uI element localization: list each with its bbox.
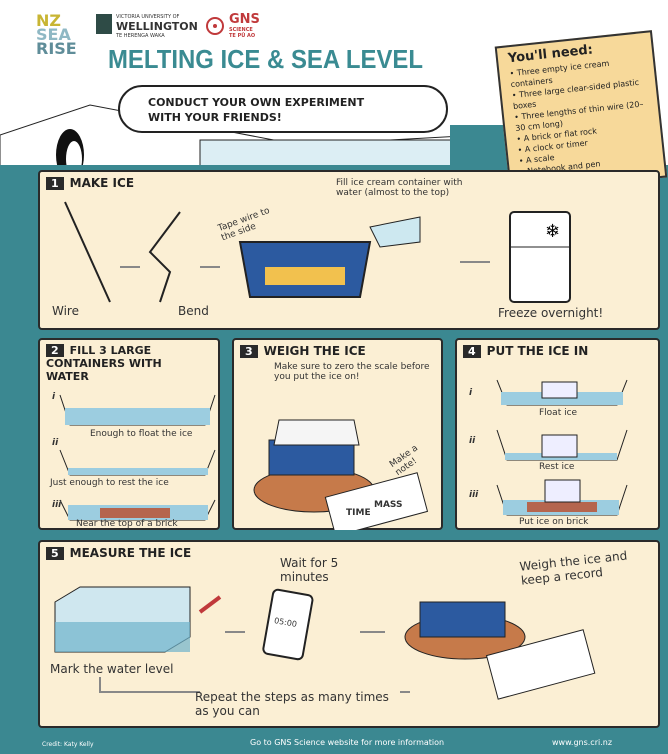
page-title: MELTING ICE & SEA LEVEL	[108, 44, 423, 74]
make-ice-illustration: ❄	[64, 201, 571, 303]
scale-illustration	[253, 419, 429, 530]
shield-icon	[96, 14, 112, 34]
snowflake-icon: ❄	[545, 221, 560, 242]
info-link[interactable]: Go to GNS Science website for more infor…	[250, 738, 445, 747]
website-link[interactable]: www.gns.cri.nz	[552, 738, 613, 747]
ice-in-containers-illustration	[496, 379, 628, 516]
containers-illustration	[59, 394, 216, 521]
atom-icon	[206, 16, 224, 35]
measure-illustration	[54, 586, 596, 700]
credit: Credit: Katy Kelly	[42, 741, 94, 748]
